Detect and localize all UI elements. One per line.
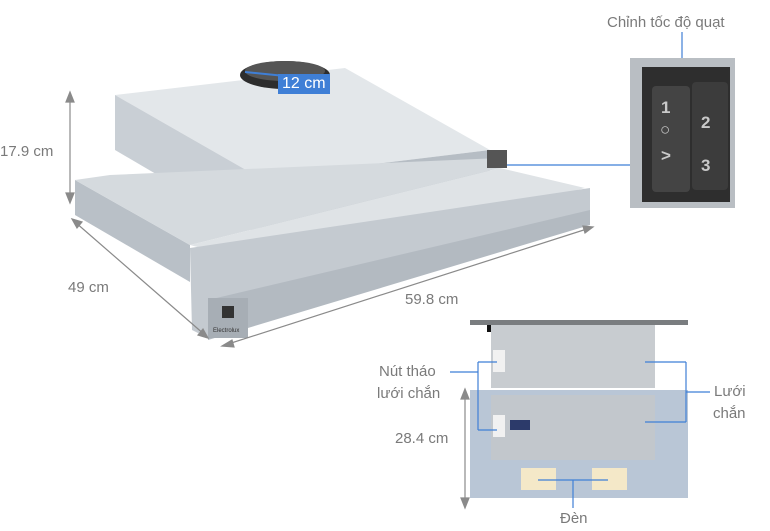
width-dimension-label: 59.8 cm bbox=[405, 291, 459, 308]
filter-callout-line1: Lưới bbox=[714, 383, 746, 400]
light-callout-label: Đèn bbox=[560, 510, 588, 527]
switch-off-icon: ○ bbox=[660, 120, 671, 139]
front-view bbox=[470, 320, 688, 498]
brand-logo-icon bbox=[222, 306, 234, 318]
front-view-callout-lines bbox=[450, 361, 710, 508]
filter-release-callout-line1: Nút tháo bbox=[379, 363, 436, 380]
switch-3-label: 3 bbox=[701, 156, 711, 175]
light-right bbox=[592, 468, 627, 490]
depth-dimension-label: 49 cm bbox=[68, 279, 109, 296]
hood-body: Electrolux bbox=[75, 61, 590, 340]
fan-speed-callout-line bbox=[507, 32, 683, 166]
switch-closeup bbox=[630, 58, 735, 208]
filter-callout-line2: chắn bbox=[713, 405, 746, 422]
switch-arrow-icon: > bbox=[661, 146, 671, 165]
front-height-dimension-label: 28.4 cm bbox=[395, 430, 449, 447]
fan-speed-callout-label: Chỉnh tốc độ quạt bbox=[607, 14, 725, 31]
light-left bbox=[521, 468, 556, 490]
switch-1-label: 1 bbox=[661, 98, 671, 117]
filter-release-callout-line2: lưới chắn bbox=[377, 385, 441, 402]
duct-diameter-label: 12 cm bbox=[278, 74, 330, 94]
switch-2-label: 2 bbox=[701, 113, 711, 132]
dimension-lines bbox=[65, 90, 595, 510]
svg-text:Electrolux: Electrolux bbox=[213, 328, 239, 334]
height-dimension-label: 17.9 cm bbox=[0, 143, 54, 160]
